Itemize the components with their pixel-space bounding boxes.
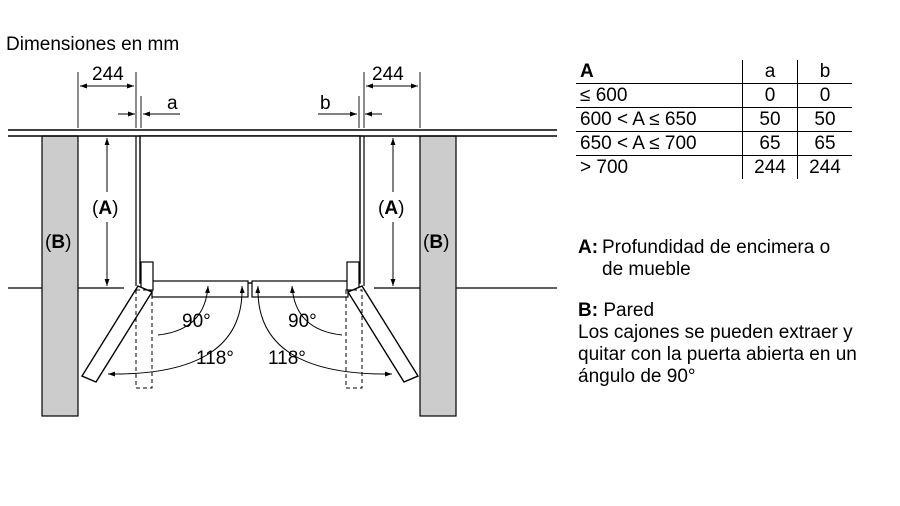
label-A-right: (A): [378, 198, 404, 219]
table-cell-range: 600 < A ≤ 650: [576, 107, 743, 132]
table-cell-a: 50: [742, 107, 798, 132]
table-cell-range: > 700: [580, 157, 629, 178]
diagram-title: Dimensiones en mm: [6, 34, 179, 55]
drawer-note-line1: Los cajones se pueden extraer y: [578, 322, 853, 343]
table-row: 650 < A ≤ 700 65 65: [576, 131, 852, 156]
legend-B-key: B:: [578, 300, 599, 321]
spacing-table: A a b ≤ 600 0 0 600 < A ≤ 650 50 50 650 …: [576, 60, 852, 179]
arc-118: [107, 285, 393, 377]
angle-118-right: 118°: [268, 348, 306, 369]
drawer-note-line3: ángulo de 90°: [578, 366, 696, 387]
legend-A-text-line2: de mueble: [602, 259, 691, 280]
table-cell-a: 65: [742, 131, 798, 156]
label-B-right: (B): [423, 232, 449, 253]
table-row: ≤ 600 0 0: [576, 83, 852, 108]
table-cell-b: 0: [797, 83, 852, 108]
table-cell-range: 650 < A ≤ 700: [576, 131, 743, 156]
table-header-row: A a b: [576, 60, 852, 84]
fridge-installation-diagram: Dimensiones en mm: [6, 34, 557, 417]
label-A-left: (A): [92, 198, 118, 219]
angle-118-left: 118°: [196, 348, 234, 369]
door-right-open: [346, 285, 420, 383]
table-cell-a: 244: [742, 155, 798, 179]
legend-B-text: Pared: [603, 300, 655, 321]
table-cell-b: 244: [797, 155, 852, 179]
table-header-A: A: [576, 60, 743, 84]
dimension-extension-lines: [77, 72, 421, 128]
drawer-note-line2: quitar con la puerta abierta en un: [578, 344, 857, 365]
hinge-blocks: [140, 261, 360, 291]
angle-90-left: 90°: [182, 311, 211, 332]
legend-A: A: Profundidad de encimera o de mueble: [578, 237, 888, 281]
legend-A-text-line1: Profundidad de encimera o: [602, 237, 831, 258]
legend-B: B: Pared Los cajones se pueden extraer y…: [578, 300, 898, 388]
dimension-b-label: b: [320, 93, 331, 114]
dimension-244-right-label: 244: [372, 64, 404, 85]
table-cell-range: ≤ 600: [576, 83, 743, 108]
dimension-a-label: a: [167, 93, 178, 114]
table-cell-a: 0: [742, 83, 798, 108]
wall-right: [419, 135, 457, 417]
table-cell-b: 65: [797, 131, 852, 156]
countertop: [8, 129, 557, 137]
fridge-body: [139, 135, 361, 284]
wall-left: [41, 135, 79, 417]
table-cell-b: 50: [797, 107, 852, 132]
angle-90-right: 90°: [288, 311, 317, 332]
table-row: > 700 244 244: [576, 155, 852, 179]
label-B-left: (B): [45, 232, 71, 253]
dimension-244-left-label: 244: [92, 64, 124, 85]
legend-A-key: A:: [578, 237, 599, 258]
door-90-dashed: [135, 289, 363, 389]
table-row: 600 < A ≤ 650 50 50: [576, 107, 852, 132]
table-header-a: a: [742, 60, 798, 84]
table-header-b: b: [797, 60, 852, 84]
door-left-open: [80, 285, 154, 383]
